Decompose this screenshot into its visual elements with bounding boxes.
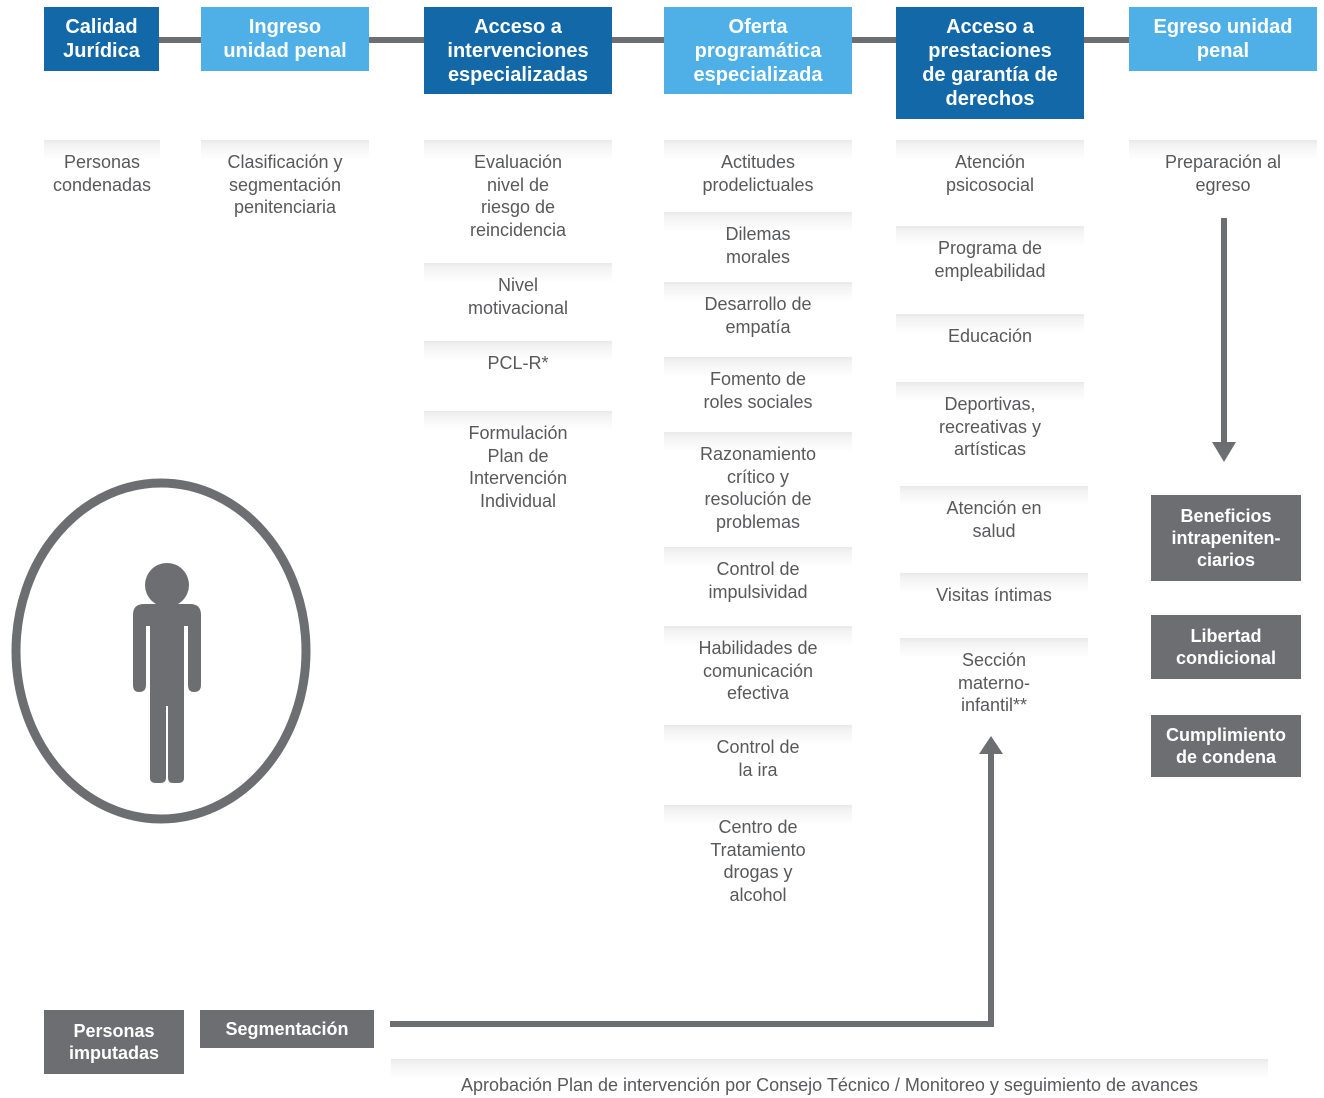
item-educacion: Educación — [896, 314, 1084, 358]
item-pcl-r: PCL-R* — [424, 341, 612, 391]
arrow-up-icon — [390, 736, 1003, 1027]
arrow-down-icon — [1212, 218, 1236, 462]
footer-aprobacion-plan: Aprobación Plan de intervención por Cons… — [391, 1059, 1268, 1098]
item-visitas-intimas: Visitas íntimas — [900, 573, 1088, 617]
box-segmentacion: Segmentación — [200, 1010, 374, 1048]
person-icon — [11, 478, 311, 824]
